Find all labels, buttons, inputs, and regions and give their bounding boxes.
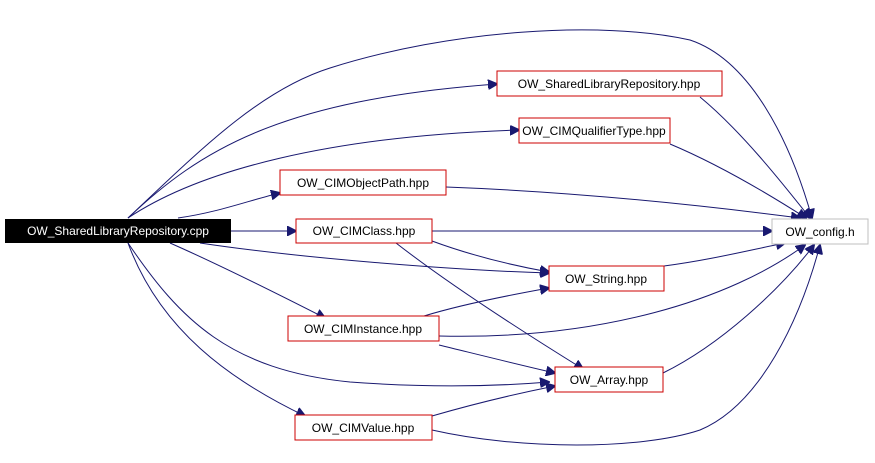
edge-ccl-str bbox=[431, 240, 549, 272]
edge-src-cop bbox=[177, 193, 280, 219]
node-label: OW_CIMObjectPath.hpp bbox=[297, 176, 429, 190]
edge-str-cfg bbox=[663, 243, 785, 267]
node-box bbox=[548, 265, 665, 292]
edge-cva-cfg bbox=[431, 245, 820, 446]
node-config-h[interactable]: OW_config.h bbox=[771, 218, 869, 245]
node-box bbox=[279, 169, 447, 196]
edges bbox=[127, 29, 820, 446]
edge-cin-str bbox=[423, 288, 549, 317]
node-cim-class-hpp[interactable]: OW_CIMClass.hpp bbox=[295, 218, 433, 244]
node-box bbox=[771, 218, 869, 245]
node-label: OW_CIMValue.hpp bbox=[312, 421, 415, 435]
edge-cin-cfg bbox=[438, 245, 805, 337]
node-cim-instance-hpp[interactable]: OW_CIMInstance.hpp bbox=[287, 315, 440, 342]
node-box bbox=[294, 414, 433, 441]
node-label: OW_String.hpp bbox=[565, 272, 647, 286]
node-string-hpp[interactable]: OW_String.hpp bbox=[548, 265, 665, 292]
edge-src-slr bbox=[127, 84, 497, 219]
node-label: OW_config.h bbox=[785, 225, 854, 239]
node-cim-object-path-hpp[interactable]: OW_CIMObjectPath.hpp bbox=[279, 169, 447, 196]
node-array-hpp[interactable]: OW_Array.hpp bbox=[554, 366, 664, 393]
node-root[interactable]: OW_SharedLibraryRepository.cpp bbox=[5, 219, 231, 243]
node-cim-qualifier-type-hpp[interactable]: OW_CIMQualifierType.hpp bbox=[518, 117, 671, 144]
node-label: OW_Array.hpp bbox=[570, 373, 649, 387]
node-shared-library-repository-hpp[interactable]: OW_SharedLibraryRepository.hpp bbox=[496, 70, 723, 97]
node-box bbox=[295, 218, 433, 244]
edge-cin-arr bbox=[438, 344, 555, 373]
node-label: OW_CIMQualifierType.hpp bbox=[522, 124, 666, 138]
node-box bbox=[287, 315, 440, 342]
edge-ccl-arr bbox=[395, 242, 583, 369]
edge-src-arr bbox=[127, 242, 549, 386]
node-label: OW_SharedLibraryRepository.hpp bbox=[518, 77, 701, 91]
edge-src-cva bbox=[127, 242, 305, 416]
node-box bbox=[554, 366, 664, 393]
node-label: OW_CIMClass.hpp bbox=[313, 224, 416, 238]
edge-cop-cfg bbox=[445, 186, 800, 218]
node-box bbox=[518, 117, 671, 144]
node-label: OW_SharedLibraryRepository.cpp bbox=[27, 224, 209, 238]
edge-cqt-cfg bbox=[669, 143, 806, 218]
node-box bbox=[5, 219, 231, 243]
edge-slr-cfg bbox=[699, 96, 810, 218]
edge-src-cfg bbox=[127, 29, 812, 218]
edge-cva-arr bbox=[431, 386, 555, 417]
edge-src-cqt bbox=[127, 130, 519, 219]
node-label: OW_CIMInstance.hpp bbox=[304, 322, 422, 336]
node-cim-value-hpp[interactable]: OW_CIMValue.hpp bbox=[294, 414, 433, 441]
edge-arr-cfg bbox=[662, 245, 814, 374]
node-box bbox=[496, 70, 723, 97]
edge-src-cin bbox=[169, 242, 325, 318]
edge-src-str bbox=[199, 242, 549, 273]
